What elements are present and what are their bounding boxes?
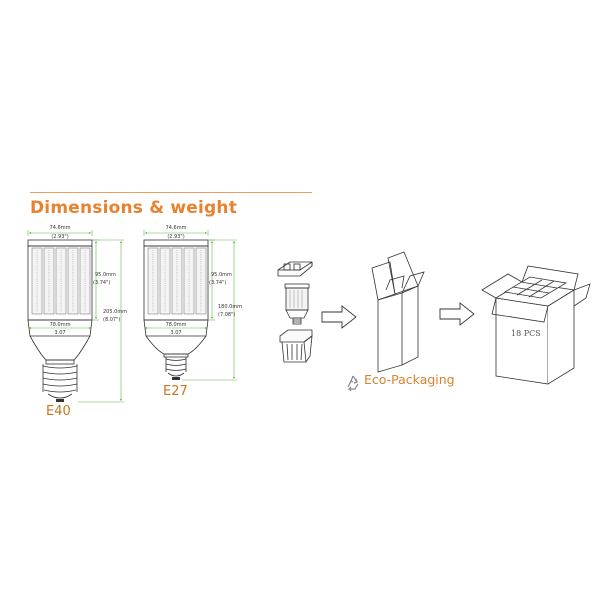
lamp-e40-body-width-in: 3.07 [54,330,65,336]
arrow-right-icon [321,305,357,329]
lamp-e27-led-strips [147,247,207,315]
lamp-e27-drawing: 74.6mm (2.93") 95.0mm (3.74") 180.0mm (7… [143,225,242,381]
lamp-e27-model-label: E27 [163,384,188,399]
lamp-e40-top-width-in: (2.93") [51,234,68,240]
lamp-e40-total-height-mm: 205.0mm [103,309,127,315]
recycle-icon-spacer [345,373,359,387]
exploded-packing-drawing [277,261,313,363]
lamp-e27-body-width-mm: 78.0mm [166,322,187,328]
lamp-e40-body-height-mm: 95.0mm [95,272,116,278]
lamp-e27-top-width-mm: 74.6mm [166,225,187,231]
lamp-e40-total-height-in: (8.07") [103,317,120,323]
lamp-e40-led-strips [31,247,91,315]
section-title: Dimensions & weight [30,198,238,218]
lamp-e27-body-width-in: 3.07 [170,330,181,336]
lamp-e40-model-label: E40 [46,404,71,419]
lamp-e27-total-height-mm: 180.0mm [218,304,242,310]
pcs-label: 18 PCS [511,329,541,338]
arrow-right-icon [439,302,475,326]
eco-packaging-text: Eco-Packaging [364,372,455,387]
lamp-e40-drawing: 74.6mm (2.93") 95.0mm (3.74") 205.0mm (8… [27,225,127,403]
carton-box-drawing [481,265,591,385]
lamp-e27-body-height-mm: 95.0mm [211,272,232,278]
lamp-e40-body-width-mm: 78.0mm [50,322,71,328]
single-box-drawing [371,251,425,373]
lamp-e27-total-height-in: (7.08") [218,312,235,318]
eco-packaging-label: Eco-Packaging [345,372,455,387]
lamp-e40-top-width-mm: 74.6mm [50,225,71,231]
lamp-e40-body-height-in: (3.74") [93,280,110,286]
heading-rule [30,192,312,193]
lamp-e27-body-height-in: (3.74") [209,280,226,286]
recycle-icon [347,375,359,392]
lamp-e27-top-width-in: (2.93") [167,234,184,240]
